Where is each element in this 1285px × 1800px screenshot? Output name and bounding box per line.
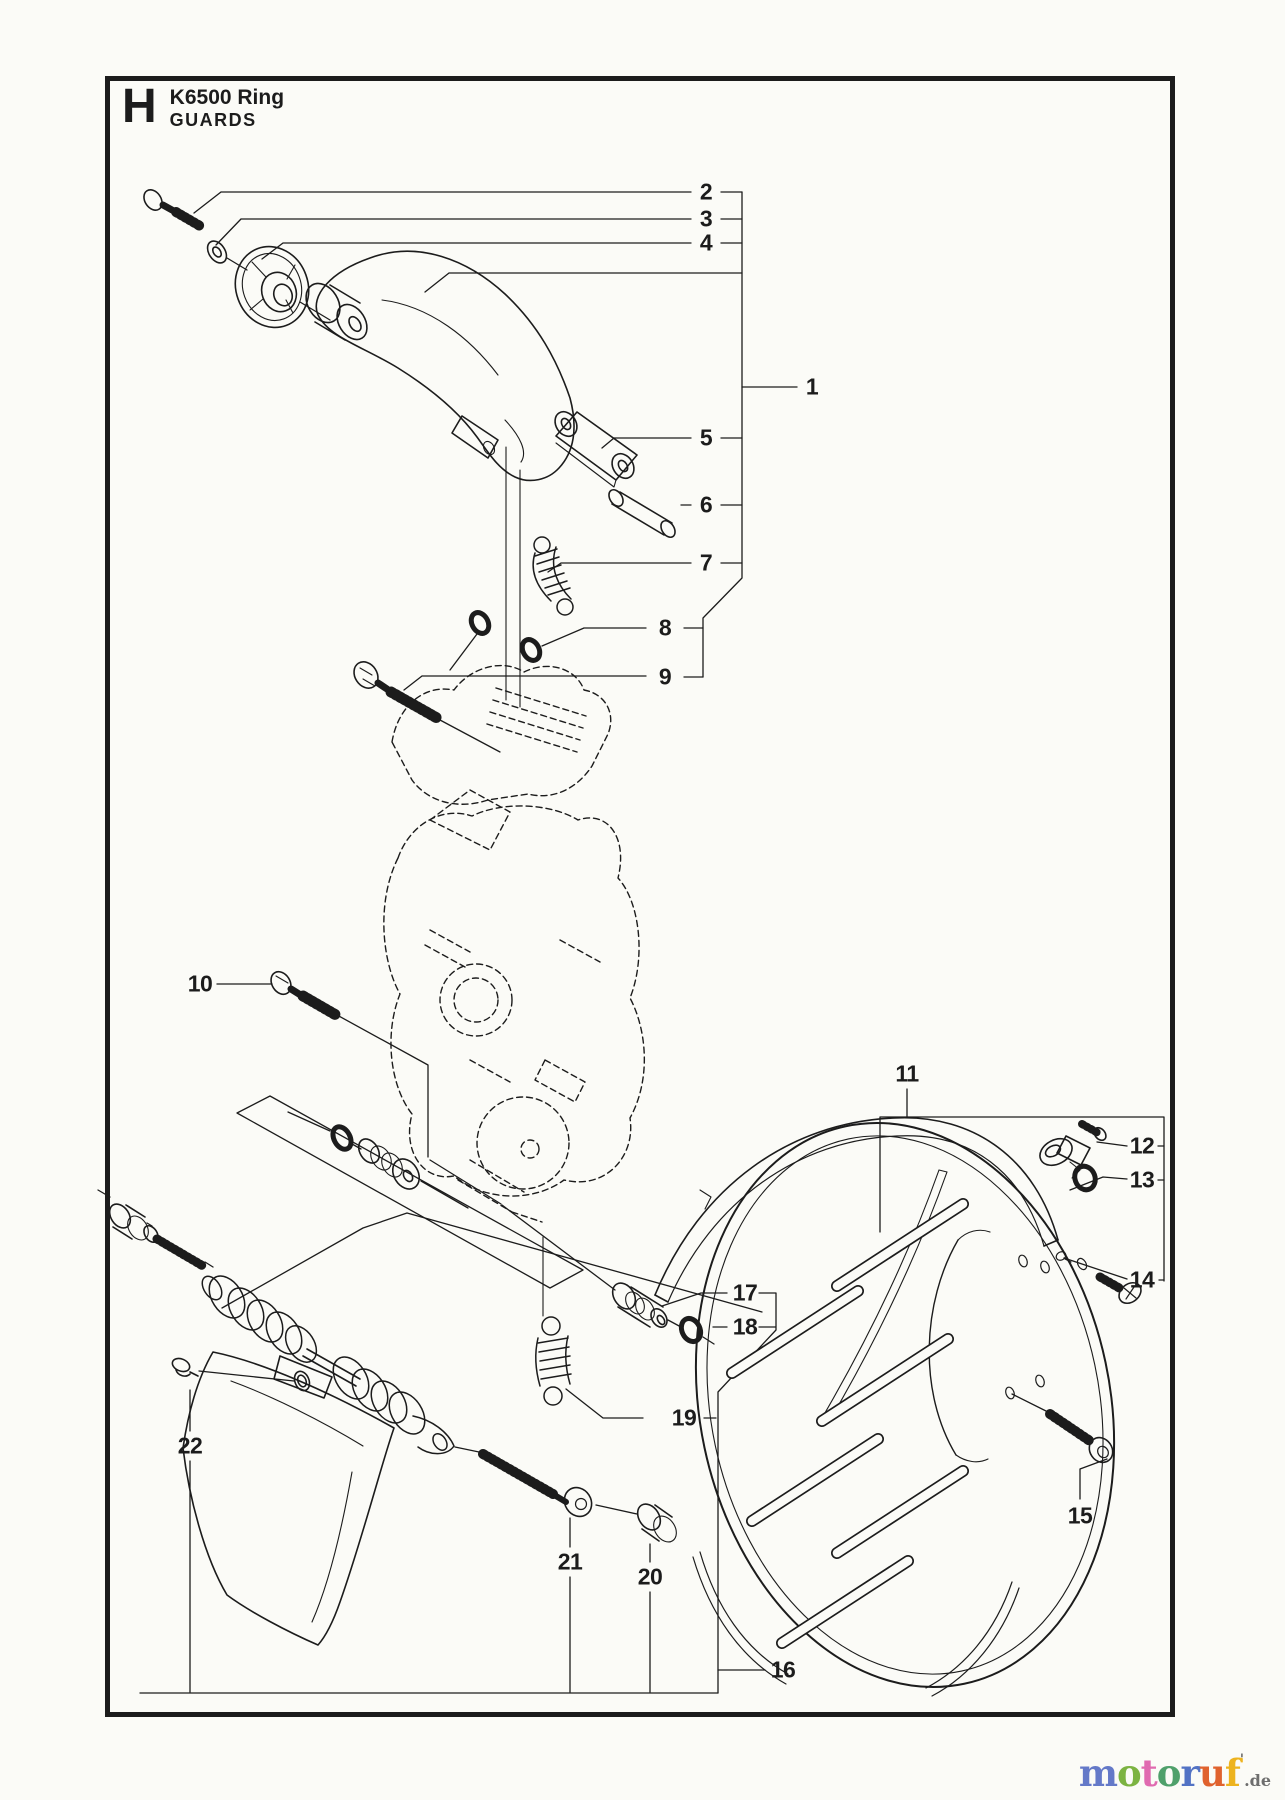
page-title: K6500 Ring	[169, 86, 285, 109]
rubber-bellows-right	[332, 1356, 455, 1455]
blade-guard-disc	[692, 1121, 1116, 1697]
part-label-2: 2	[699, 178, 713, 205]
section-letter: H	[122, 80, 157, 133]
screw-part-2	[143, 189, 205, 231]
housing-dashed-outline	[383, 664, 645, 1223]
motoruf-logo: motoruf' .de	[1079, 1753, 1271, 1792]
part-label-12: 12	[1129, 1132, 1155, 1159]
part-label-21: 21	[557, 1548, 583, 1575]
part-label-18: 18	[732, 1313, 758, 1340]
part-label-8: 8	[658, 614, 672, 641]
screw-lower-left	[143, 1224, 208, 1271]
pin-part-22	[171, 1357, 199, 1377]
disc-vent-slots	[726, 1198, 969, 1649]
rubber-bellows-left	[201, 1275, 318, 1363]
part-label-3: 3	[699, 205, 713, 232]
part-label-17: 17	[732, 1279, 758, 1306]
o-ring-small	[330, 1124, 354, 1152]
pulley-part-4	[234, 245, 310, 329]
o-ring-part-18	[678, 1315, 704, 1345]
part-label-5: 5	[699, 424, 713, 451]
guard-arm-part-1	[305, 250, 575, 482]
o-ring-part-8a	[468, 610, 492, 636]
logo-tick: '	[1239, 1752, 1245, 1768]
part-label-22: 22	[177, 1432, 203, 1459]
screw-part-9	[353, 661, 443, 724]
diagram-border	[105, 76, 1175, 1717]
part-label-14: 14	[1129, 1266, 1155, 1293]
part-label-7: 7	[699, 549, 713, 576]
part-label-4: 4	[699, 229, 713, 256]
bracket-part-5	[554, 410, 638, 488]
cap-small	[108, 1203, 149, 1241]
screw-part-15	[1045, 1409, 1114, 1464]
part-label-16: 16	[770, 1656, 796, 1683]
part-label-11: 11	[895, 1060, 919, 1087]
part-label-20: 20	[637, 1563, 663, 1590]
part-label-19: 19	[671, 1404, 697, 1431]
part-label-1: 1	[805, 373, 819, 400]
o-ring-part-8b	[519, 637, 543, 663]
title-block: H K6500 Ring GUARDS	[122, 80, 285, 133]
part-label-6: 6	[699, 491, 713, 518]
screw-part-10	[270, 970, 342, 1021]
logo-letters: motoruf	[1078, 1751, 1241, 1795]
leader-lines	[97, 191, 1165, 1694]
spring-part-19	[535, 1316, 572, 1406]
part-label-13: 13	[1129, 1166, 1155, 1193]
screw-part-14	[1055, 1251, 1142, 1305]
bushing-part-17	[611, 1282, 668, 1329]
cap-part-20	[636, 1503, 677, 1543]
plug-bushing	[357, 1138, 421, 1190]
part-label-10: 10	[187, 970, 213, 997]
mud-flap	[182, 1351, 395, 1646]
spring-part-7	[532, 536, 574, 616]
pin-part-6	[608, 488, 676, 539]
guard-rim-arc	[654, 1117, 1059, 1303]
logo-suffix: .de	[1244, 1771, 1271, 1790]
page-subtitle: GUARDS	[169, 110, 257, 131]
part-label-15: 15	[1067, 1502, 1093, 1529]
clamp-part-12	[1039, 1120, 1107, 1179]
o-ring-part-13	[1072, 1163, 1098, 1193]
screw-part-21	[478, 1449, 593, 1518]
washer-part-3	[206, 240, 228, 264]
part-label-9: 9	[658, 663, 672, 690]
